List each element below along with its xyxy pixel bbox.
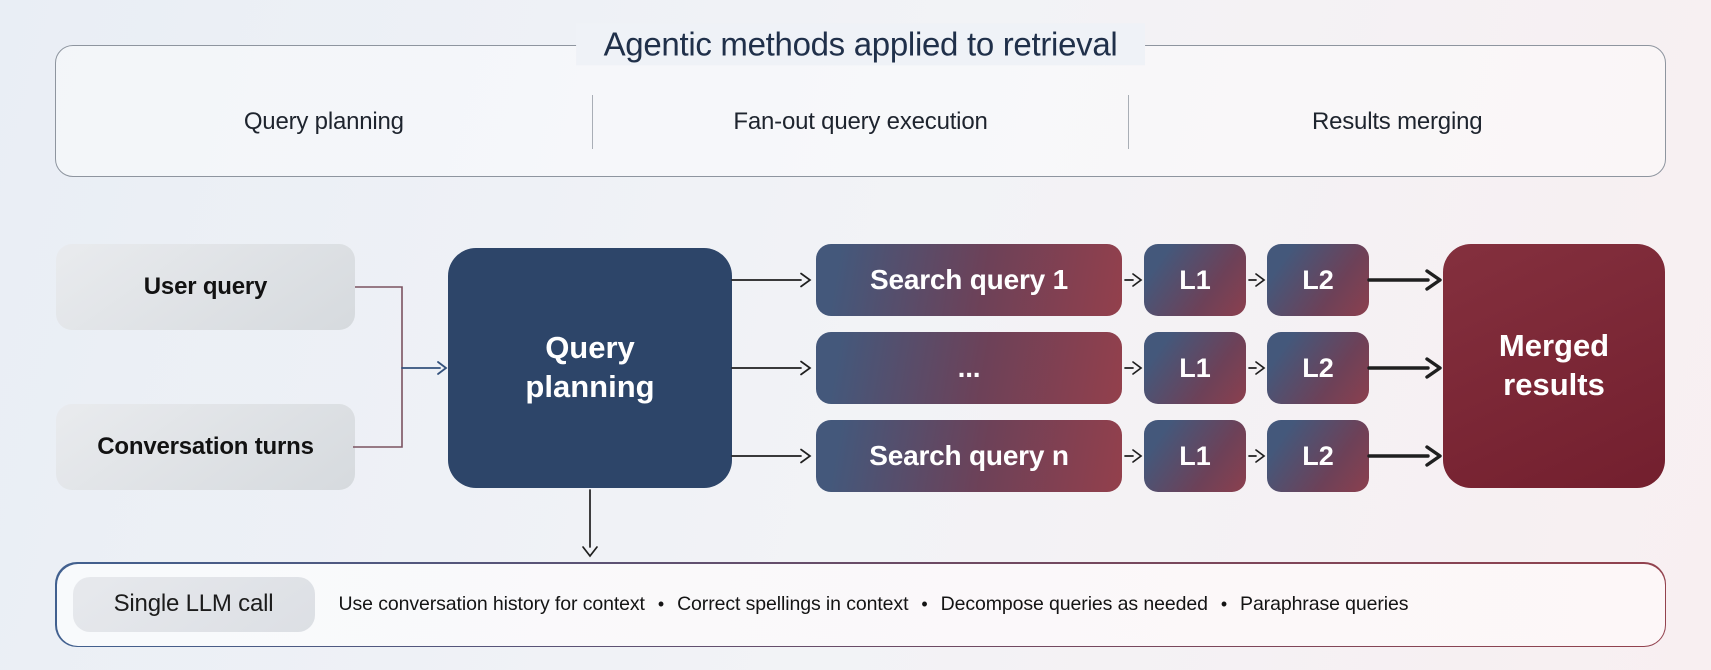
arrow-query-planning-to-llm-bar xyxy=(582,489,598,558)
bullet-separator: • xyxy=(657,594,665,614)
search-query-ellipsis-label: ... xyxy=(957,352,981,383)
merged-results-label: Merged results xyxy=(1498,328,1610,402)
column-results-merging: Results merging xyxy=(1311,108,1483,135)
note-decompose-queries: Decompose queries as needed xyxy=(940,593,1208,615)
l1-label: L1 xyxy=(1179,352,1211,383)
arrows-search-query-to-l1 xyxy=(1124,273,1143,463)
l1-node-row1: L1 xyxy=(1144,244,1246,316)
panel-columns: Query planning Fan-out query execution R… xyxy=(56,94,1665,150)
search-query-n-node: Search query n xyxy=(816,420,1122,492)
note-correct-spellings: Correct spellings in context xyxy=(677,593,909,615)
single-llm-call-bar: Single LLM call Use conversation history… xyxy=(55,562,1666,647)
merged-results-node: Merged results xyxy=(1443,244,1665,488)
user-query-node: User query xyxy=(56,244,355,330)
column-fanout-execution: Fan-out query execution xyxy=(733,108,988,135)
l1-node-row3: L1 xyxy=(1144,420,1246,492)
single-llm-call-bar-inner: Single LLM call Use conversation history… xyxy=(56,563,1665,646)
l2-label: L2 xyxy=(1302,352,1334,383)
l1-node-row2: L1 xyxy=(1144,332,1246,404)
l1-label: L1 xyxy=(1179,440,1211,471)
l1-label: L1 xyxy=(1179,264,1211,295)
connector-inputs-join xyxy=(353,286,403,448)
conversation-turns-node: Conversation turns xyxy=(56,404,355,490)
arrow-inputs-to-query-planning xyxy=(401,361,448,375)
planning-notes: Use conversation history for context • C… xyxy=(339,564,1409,646)
note-paraphrase-queries: Paraphrase queries xyxy=(1240,593,1409,615)
search-query-n-label: Search query n xyxy=(869,440,1069,471)
user-query-label: User query xyxy=(143,273,268,300)
search-query-1-label: Search query 1 xyxy=(870,264,1068,295)
l2-label: L2 xyxy=(1302,440,1334,471)
panel-title: Agentic methods applied to retrieval xyxy=(575,23,1146,66)
arrows-l2-to-merged-results xyxy=(1367,269,1442,467)
search-query-ellipsis-node: ... xyxy=(816,332,1122,404)
column-query-planning: Query planning xyxy=(243,108,404,135)
l2-node-row3: L2 xyxy=(1267,420,1369,492)
methods-panel: Agentic methods applied to retrieval Que… xyxy=(55,23,1666,177)
search-query-1-node: Search query 1 xyxy=(816,244,1122,316)
bullet-separator: • xyxy=(921,594,928,614)
query-planning-label: Query planning xyxy=(525,330,655,404)
l2-node-row2: L2 xyxy=(1267,332,1369,404)
single-llm-call-badge: Single LLM call xyxy=(72,576,315,632)
l2-label: L2 xyxy=(1302,264,1334,295)
bullet-separator: • xyxy=(1220,594,1228,614)
arrows-l1-to-l2 xyxy=(1248,273,1266,463)
column-divider xyxy=(1128,95,1130,149)
column-divider xyxy=(591,95,593,149)
l2-node-row1: L2 xyxy=(1267,244,1369,316)
note-conversation-history: Use conversation history for context xyxy=(338,593,645,615)
single-llm-call-label: Single LLM call xyxy=(113,590,274,617)
arrows-query-planning-to-search-queries xyxy=(731,272,812,464)
query-planning-node: Query planning xyxy=(448,248,732,488)
conversation-turns-label: Conversation turns xyxy=(97,433,314,460)
